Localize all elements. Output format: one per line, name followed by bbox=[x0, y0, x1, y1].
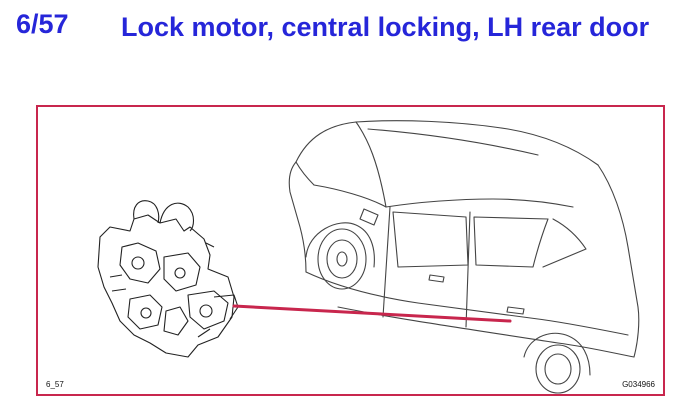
car-illustration bbox=[288, 120, 640, 394]
figure-frame: 6_57 G034966 bbox=[36, 105, 665, 396]
leader-line bbox=[232, 304, 512, 323]
lock-motor-illustration bbox=[97, 200, 239, 358]
figure-code: G034966 bbox=[622, 380, 655, 389]
section-code: 6/57 bbox=[16, 9, 69, 39]
illustration bbox=[97, 120, 640, 394]
figure-label: 6_57 bbox=[46, 380, 64, 389]
section-title: Lock motor, central locking, LH rear doo… bbox=[121, 12, 650, 42]
